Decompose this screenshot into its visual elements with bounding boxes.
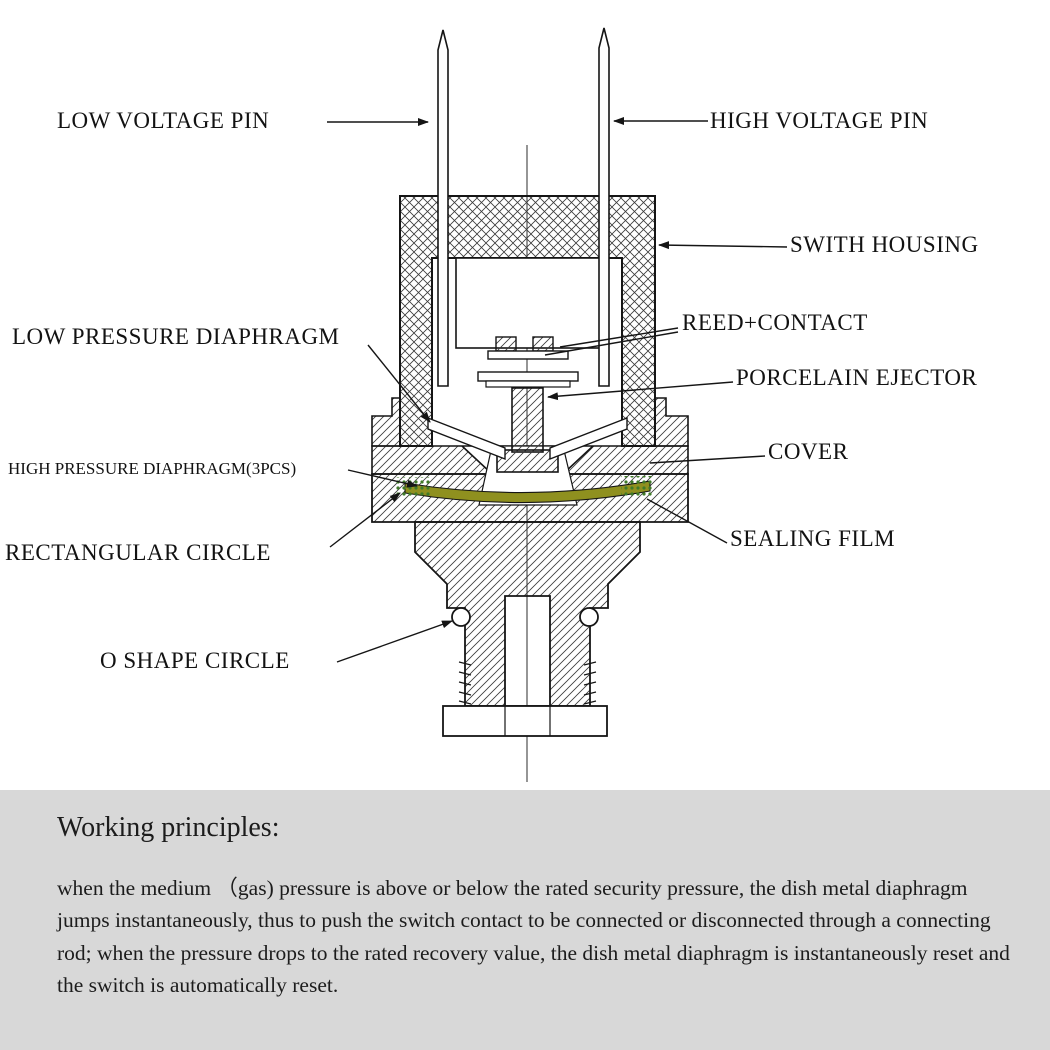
diaphragm-shape	[396, 476, 654, 504]
high-pressure-diaphragm-label: HIGH PRESSURE DIAPHRAGM(3PCS)	[8, 459, 297, 478]
high-voltage-pin-label: HIGH VOLTAGE PIN	[710, 108, 929, 133]
o-shape-circle-label: O SHAPE CIRCLE	[100, 648, 290, 673]
working-principles-body: when the medium （gas) pressure is above …	[57, 876, 1010, 997]
switch-housing-label: SWITH HOUSING	[790, 232, 979, 257]
sealing-film-label: SEALING FILM	[730, 526, 896, 551]
working-principles-title: Working principles:	[57, 812, 280, 843]
body-lower-shape	[414, 521, 641, 737]
rectangular-circle-label: RECTANGULAR CIRCLE	[5, 540, 271, 565]
wing-plates	[427, 416, 628, 461]
porcelain-ejector-shape	[496, 387, 559, 473]
cover-shape	[371, 397, 689, 475]
low-voltage-pin-label: LOW VOLTAGE PIN	[57, 108, 270, 133]
high-voltage-pin-shape	[598, 27, 610, 387]
working-principles-panel: Working principles: when the medium （gas…	[0, 790, 1050, 1050]
cover-label: COVER	[768, 439, 849, 464]
schematic-drawing	[327, 27, 788, 782]
o-ring-shapes	[451, 607, 599, 627]
reed-contact-label: REED+CONTACT	[682, 310, 868, 335]
reed-contact-shape	[477, 336, 579, 388]
low-pressure-diaphragm-label: LOW PRESSURE DIAPHRAGM	[12, 324, 340, 349]
low-voltage-pin-shape	[437, 29, 449, 387]
leader-lines	[327, 117, 788, 663]
porcelain-ejector-label: PORCELAIN EJECTOR	[736, 365, 978, 390]
